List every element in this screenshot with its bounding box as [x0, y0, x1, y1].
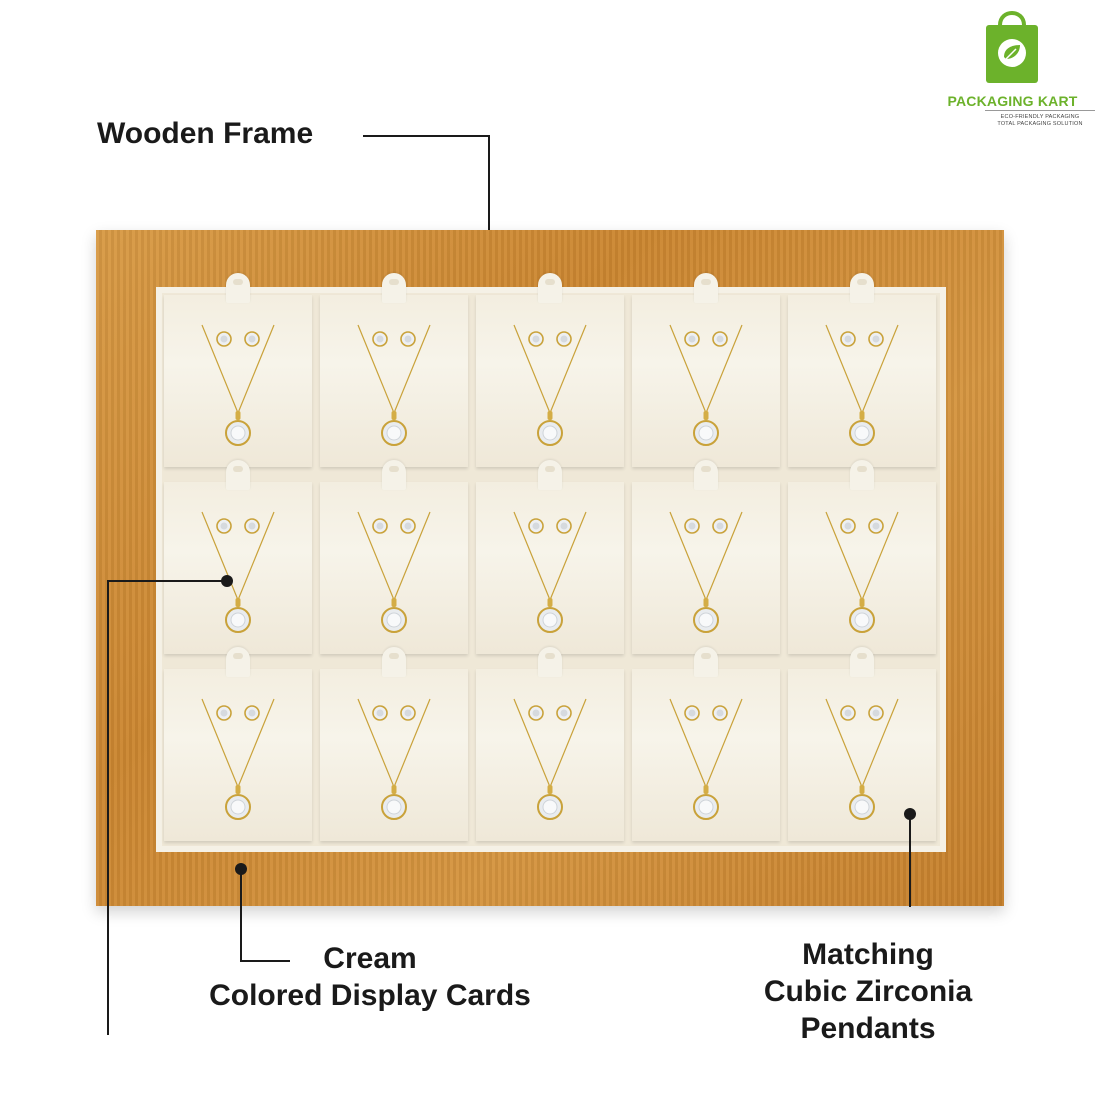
callout-text: Cubic Zirconia	[763, 975, 973, 1008]
display-card	[320, 273, 468, 467]
card-tab	[850, 273, 874, 303]
earring-pendant-set-icon	[357, 324, 431, 446]
earring-pendant-set-icon	[669, 698, 743, 820]
display-card	[632, 273, 780, 467]
callout-line	[909, 813, 911, 907]
display-tray	[96, 230, 1004, 906]
display-card	[632, 460, 780, 654]
card-tab	[850, 647, 874, 677]
earring-pendant-set-icon	[669, 324, 743, 446]
callout-cream-cards: Cream Colored Display Cards	[190, 940, 550, 1014]
display-card	[632, 647, 780, 841]
card-tab	[226, 460, 250, 490]
earring-pendant-set-icon	[825, 511, 899, 633]
earring-pendant-set-icon	[513, 698, 587, 820]
earring-pendant-set-icon	[669, 511, 743, 633]
earring-pendant-set-icon	[357, 511, 431, 633]
display-card	[476, 647, 624, 841]
card-tab	[850, 460, 874, 490]
display-card	[320, 460, 468, 654]
earring-pendant-set-icon	[825, 698, 899, 820]
display-card	[788, 460, 936, 654]
callout-line	[488, 135, 490, 256]
earring-pendant-set-icon	[825, 324, 899, 446]
display-tray-inner	[156, 273, 946, 852]
card-tab	[382, 647, 406, 677]
logo-divider	[985, 110, 1095, 111]
earring-pendant-set-icon	[513, 324, 587, 446]
callout-dot	[221, 575, 233, 587]
card-tab	[538, 460, 562, 490]
earring-pendant-set-icon	[201, 324, 275, 446]
card-tab	[694, 647, 718, 677]
callout-text: Matching	[802, 938, 934, 971]
display-card	[164, 647, 312, 841]
shopping-bag-leaf-icon	[986, 11, 1038, 83]
earring-pendant-set-icon	[357, 698, 431, 820]
brand-logo: PACKAGING KART ECO-FRIENDLY PACKAGING TO…	[930, 5, 1095, 130]
callout-line	[363, 135, 490, 137]
card-tab	[226, 647, 250, 677]
display-card	[320, 647, 468, 841]
card-tab	[226, 273, 250, 303]
callout-line	[240, 960, 290, 962]
card-tab	[538, 273, 562, 303]
brand-tagline: TOTAL PACKAGING SOLUTION	[997, 121, 1083, 127]
callout-wooden-frame: Wooden Frame	[97, 117, 314, 150]
earring-pendant-set-icon	[201, 511, 275, 633]
card-tab	[382, 460, 406, 490]
display-card	[164, 273, 312, 467]
card-tab	[382, 273, 406, 303]
brand-tagline: ECO-FRIENDLY PACKAGING	[1000, 114, 1080, 120]
card-tab	[694, 460, 718, 490]
callout-text: Colored Display Cards	[209, 979, 531, 1012]
brand-name: PACKAGING KART	[947, 93, 1078, 109]
display-card	[476, 460, 624, 654]
callout-line	[107, 580, 227, 582]
earring-pendant-set-icon	[201, 698, 275, 820]
display-card	[788, 273, 936, 467]
earring-pendant-set-icon	[513, 511, 587, 633]
card-tab	[694, 273, 718, 303]
display-card	[476, 273, 624, 467]
callout-line	[240, 868, 242, 962]
display-card	[164, 460, 312, 654]
card-tab	[538, 647, 562, 677]
callout-cz-pendants: Matching Cubic Zirconia Pendants	[718, 936, 1018, 1047]
callout-text: Cream	[323, 942, 417, 975]
callout-line	[107, 580, 109, 1035]
callout-text: Pendants	[800, 1012, 936, 1045]
